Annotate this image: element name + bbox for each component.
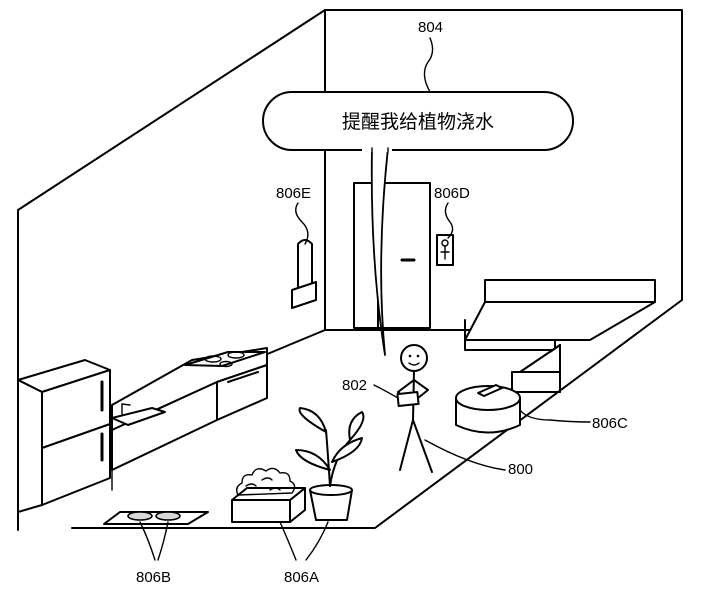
leader-lines [139,37,591,561]
pet-bowls-806b [103,511,209,525]
kitchen-counter [111,347,268,491]
label-800: 800 [508,461,533,478]
stick-figure-user [397,344,433,473]
handheld-device-802 [396,390,420,408]
label-804: 804 [418,19,443,36]
label-806b: 806B [136,569,171,586]
potted-plant [295,407,365,521]
wall-device-806e [291,239,317,309]
robot-vacuum-806c [455,384,521,434]
speech-bubble-804 [262,91,574,356]
label-806d: 806D [434,185,470,202]
room-walls [17,9,683,531]
sofa [464,279,656,393]
refrigerator [17,359,111,513]
planter-box-806a [231,467,306,523]
label-806e: 806E [276,185,311,202]
label-802: 802 [342,377,367,394]
label-806c: 806C [592,415,628,432]
smart-switch-806d [436,234,454,266]
door [353,182,431,329]
label-806a: 806A [284,569,319,586]
speech-bubble-text: 提醒我给植物浇水 [342,111,494,133]
